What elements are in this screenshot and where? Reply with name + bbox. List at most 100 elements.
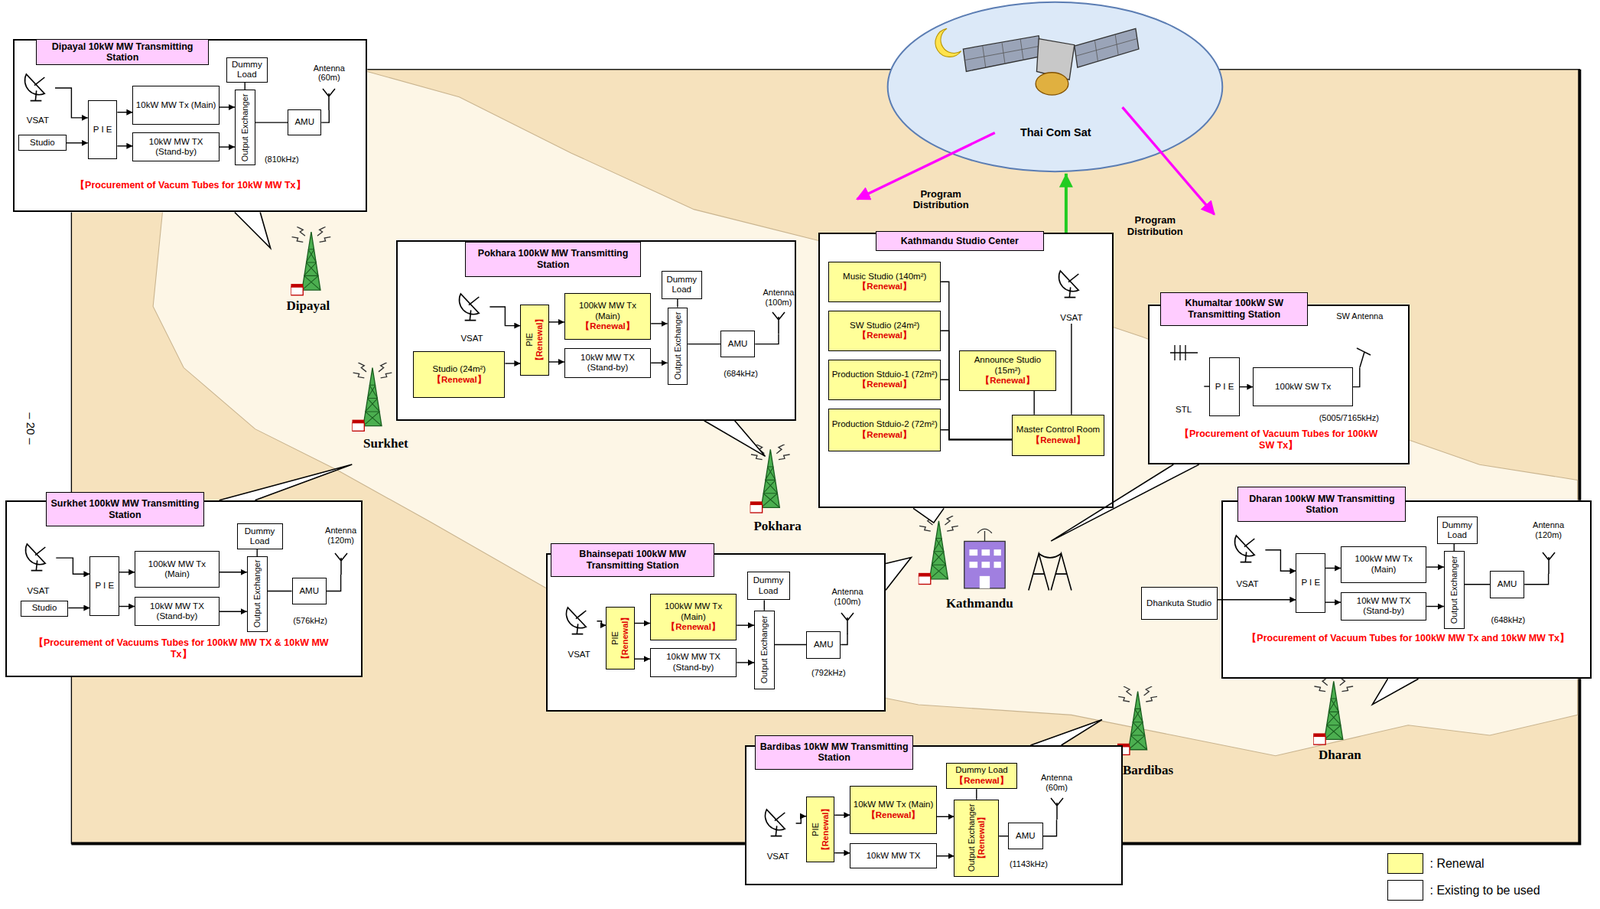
connector xyxy=(650,362,667,364)
connector xyxy=(1070,323,1072,415)
node-text: 10kW MW TX (Stand-by) xyxy=(1343,595,1424,617)
station-title: Bhainsepati 100kW MW Transmitting Statio… xyxy=(554,548,710,571)
callout-tail xyxy=(913,507,944,523)
frequency-label: (5005/7165kHz) xyxy=(1319,413,1379,423)
process-box: P I E xyxy=(1209,357,1240,417)
connector xyxy=(68,607,90,609)
node-text: P I E xyxy=(1300,577,1321,589)
tower-icon xyxy=(750,444,791,513)
station-panel: Pokhara 100kW MW Transmitting StationVSA… xyxy=(396,240,797,421)
callout-tail-outline xyxy=(913,507,944,523)
antenna-label: Antenna (60m) xyxy=(1034,772,1080,792)
node-text: AMU xyxy=(294,117,315,128)
title-tab: Khumaltar 100kW SW Transmitting Station xyxy=(1160,292,1308,326)
connector xyxy=(55,557,90,574)
connector xyxy=(1426,605,1444,607)
antenna-symbol xyxy=(319,87,339,111)
node-text: 100kW MW Tx (Main) xyxy=(1343,553,1424,575)
node-text: 【Renewal】 xyxy=(857,429,912,441)
node-text: 【Renewal】 xyxy=(954,775,1009,787)
tower-icon xyxy=(918,515,959,584)
connector xyxy=(998,835,1009,836)
process-box: Dummy Load xyxy=(226,57,267,83)
place-name: Dipayal xyxy=(286,298,331,314)
node-text: 【Renewal】 xyxy=(820,798,831,861)
tower-icon xyxy=(290,226,331,295)
icon-label: VSAT xyxy=(1235,578,1259,589)
node-text: 【Renewal】 xyxy=(1030,435,1086,446)
panel-fill xyxy=(1147,304,1410,465)
frequency-label: (792kHz) xyxy=(811,667,846,677)
dish-icon xyxy=(1056,267,1087,299)
process-box: Dummy Load xyxy=(1437,516,1478,544)
process-box: AMU xyxy=(806,630,841,659)
connector xyxy=(936,855,955,856)
label-holder: (576kHz) xyxy=(292,615,328,625)
dish-icon xyxy=(563,604,595,635)
node-text: Dummy Load xyxy=(229,59,264,81)
sw-antenna-symbol xyxy=(1348,344,1372,368)
exchanger-box: Output Exchanger xyxy=(1443,550,1465,628)
node-text: 10kW MW TX xyxy=(866,850,921,862)
antenna: Antenna (100m) xyxy=(824,586,871,634)
callout-tail-outline xyxy=(219,464,353,501)
label-holder: (5005/7165kHz) xyxy=(1319,413,1379,423)
renewal-box: 10kW MW Tx (Main)【Renewal】 xyxy=(849,785,937,834)
node-text: P I E xyxy=(94,580,114,592)
process-box: 10kW MW TX (Stand-by) xyxy=(564,347,651,378)
connector xyxy=(219,106,235,108)
connector xyxy=(219,571,248,573)
station-panel: Surkhet 100kW MW Transmitting Station 【Pr… xyxy=(5,500,363,677)
node-text: Music Studio (140m²) xyxy=(842,271,927,283)
connector xyxy=(1203,385,1210,387)
node-text: Output Exchanger xyxy=(966,801,977,875)
vsat-dish: VSAT xyxy=(20,71,56,127)
node-text: Output Exchanger xyxy=(240,91,251,163)
station-panel: Dharan 100kW MW Transmitting Station【Pro… xyxy=(1221,500,1592,679)
callout-tail-outline xyxy=(704,420,766,457)
antenna: Antenna (60m) xyxy=(1034,772,1080,820)
dish-icon xyxy=(456,290,488,322)
renewal-box: Music Studio (140m²)【Renewal】 xyxy=(828,261,941,303)
process-box: AMU xyxy=(292,577,327,605)
tower-icon xyxy=(1313,676,1353,745)
place-name: Pokhara xyxy=(753,518,801,534)
connector xyxy=(1352,367,1360,387)
connector xyxy=(634,658,651,660)
connector xyxy=(597,621,607,626)
connector xyxy=(834,852,850,853)
station-panel: Bhainsepati 100kW MW Transmitting Statio… xyxy=(546,552,886,712)
callout-tail xyxy=(885,557,911,591)
panel-fill xyxy=(818,232,1114,508)
uplink-arrow xyxy=(1064,173,1068,233)
vsat-dish: VSAT xyxy=(1229,532,1266,590)
exchanger-box: Output Exchanger xyxy=(667,307,689,385)
procurement-note: 【Procurement of Vacuums Tubes for 100kW … xyxy=(25,637,337,661)
connector xyxy=(687,343,721,345)
station-title: Surkhet 100kW MW Transmitting Station xyxy=(49,497,201,521)
station-title: Bardibas 10kW MW Transmitting Station xyxy=(758,741,910,764)
node-text: 10kW MW TX (Stand-by) xyxy=(137,601,217,622)
node-text: 【Renewal】 xyxy=(857,330,912,342)
node-text: Studio xyxy=(32,602,58,614)
node-text: Dummy Load xyxy=(750,575,787,596)
connector xyxy=(219,611,248,612)
process-box: 100kW MW Tx (Main) xyxy=(1340,546,1427,583)
node-text: 【Renewal】 xyxy=(857,281,912,293)
connector xyxy=(55,87,88,118)
connector xyxy=(840,634,848,645)
studio-building xyxy=(964,528,1005,588)
node-text: AMU xyxy=(299,585,319,597)
station-title: Kathmandu Studio Center xyxy=(900,235,1019,247)
node-text: Production Stduio-1 (72m²) xyxy=(832,369,938,381)
rotated-text: Output Exchanger xyxy=(252,558,263,630)
node-text: 【Renewal】 xyxy=(620,608,631,668)
connector xyxy=(549,321,565,322)
node-text: 【Renewal】 xyxy=(666,621,721,633)
vsat-dish: VSAT xyxy=(20,540,57,597)
frequency-label: (684kHz) xyxy=(723,368,758,378)
connector xyxy=(736,624,755,626)
connector xyxy=(1453,543,1454,551)
process-box: AMU xyxy=(720,330,755,358)
